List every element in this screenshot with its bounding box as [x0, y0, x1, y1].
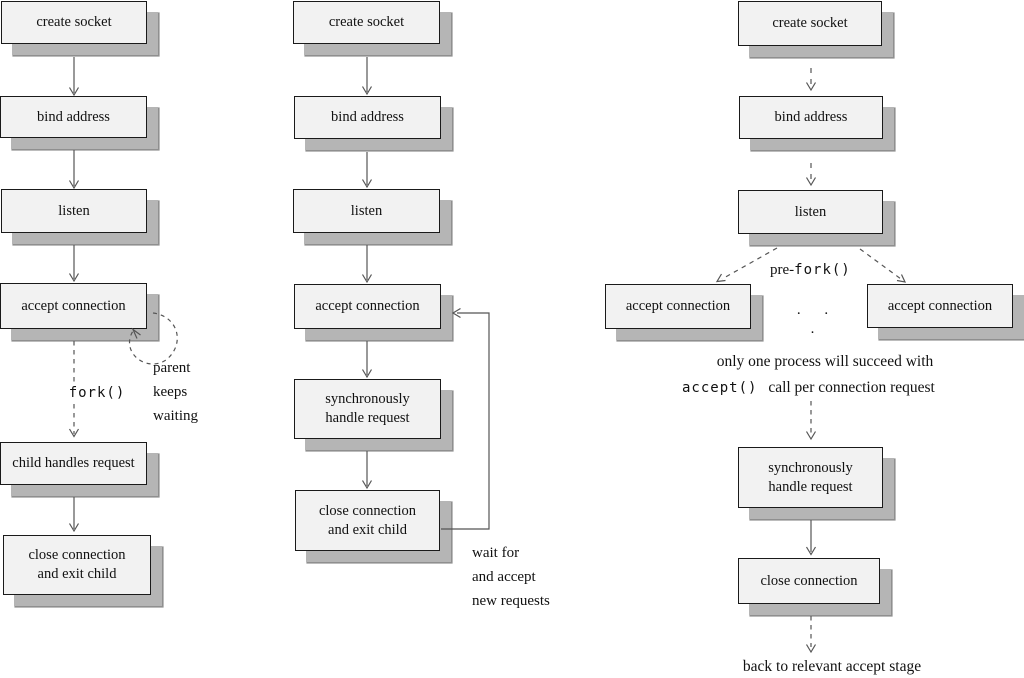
arrow-create-to-bind-col1: [68, 57, 80, 97]
node-listen-col3: listen: [738, 190, 883, 234]
wait-accept-new-requests-note: wait for and accept new requests: [472, 545, 550, 609]
only-one-process-note-line2: accept() call per connection request: [682, 378, 935, 398]
node-accept-connection-col1: accept connection: [0, 283, 147, 329]
prefork-label-code: fork(): [794, 262, 851, 278]
arrow-bind-to-listen-col3: [805, 163, 817, 187]
prefork-label: pre-fork(): [770, 261, 851, 280]
node-accept-connection-left-col3: accept connection: [605, 284, 751, 329]
arrow-create-to-bind-col3: [805, 68, 817, 92]
prefork-arrow-to-left-accept: [715, 247, 778, 283]
node-bind-address-col1: bind address: [0, 96, 147, 138]
node-close-connection-exit-child-col1: close connection and exit child: [3, 535, 151, 595]
ellipsis-between-accept-boxes: . . .: [796, 302, 835, 337]
arrow-handle-to-close-col2: [361, 451, 373, 490]
node-close-connection-col3: close connection: [738, 558, 880, 604]
feedback-loop-close-to-accept-col2: [441, 307, 490, 530]
arrow-child-to-close-col1: [68, 497, 80, 533]
arrow-bind-to-listen-col2: [361, 152, 373, 189]
arrow-listen-to-accept-col1: [68, 245, 80, 283]
node-synchronously-handle-request-col2: synchronously handle request: [294, 379, 441, 439]
node-listen-col2: listen: [293, 189, 440, 233]
arrow-accept-to-handle-col2: [361, 341, 373, 379]
back-to-accept-stage-note: back to relevant accept stage: [742, 658, 922, 675]
node-create-socket-col3: create socket: [738, 1, 882, 46]
accept-call-code: accept(): [682, 380, 758, 396]
arrow-listen-to-accept-col2: [361, 245, 373, 284]
node-synchronously-handle-request-col3: synchronously handle request: [738, 447, 883, 508]
arrow-create-to-bind-col2: [361, 57, 373, 96]
node-child-handles-request-col1: child handles request: [0, 442, 147, 485]
parent-keeps-waiting-note: parent keeps waiting: [153, 360, 198, 424]
node-listen-col1: listen: [1, 189, 147, 233]
prefork-arrow-to-right-accept: [859, 248, 907, 283]
only-one-process-note-line1: only one process will succeed with: [716, 353, 934, 370]
arrow-close-to-back-note-col3: [805, 616, 817, 654]
arrow-bind-to-listen-col1: [68, 150, 80, 190]
prefork-label-prefix: pre-: [770, 262, 795, 278]
arrow-handle-to-close-col3: [805, 520, 817, 556]
node-bind-address-col2: bind address: [294, 96, 441, 139]
arrow-accept-note-to-handle-col3: [805, 401, 817, 441]
node-accept-connection-right-col3: accept connection: [867, 284, 1013, 328]
node-close-connection-exit-child-col2: close connection and exit child: [295, 490, 440, 551]
node-bind-address-col3: bind address: [739, 96, 883, 139]
node-accept-connection-col2: accept connection: [294, 284, 441, 329]
fork-call-label: fork(): [64, 384, 130, 404]
accept-call-text: call per connection request: [768, 379, 935, 396]
node-create-socket-col2: create socket: [293, 1, 440, 44]
node-create-socket-col1: create socket: [1, 1, 147, 44]
